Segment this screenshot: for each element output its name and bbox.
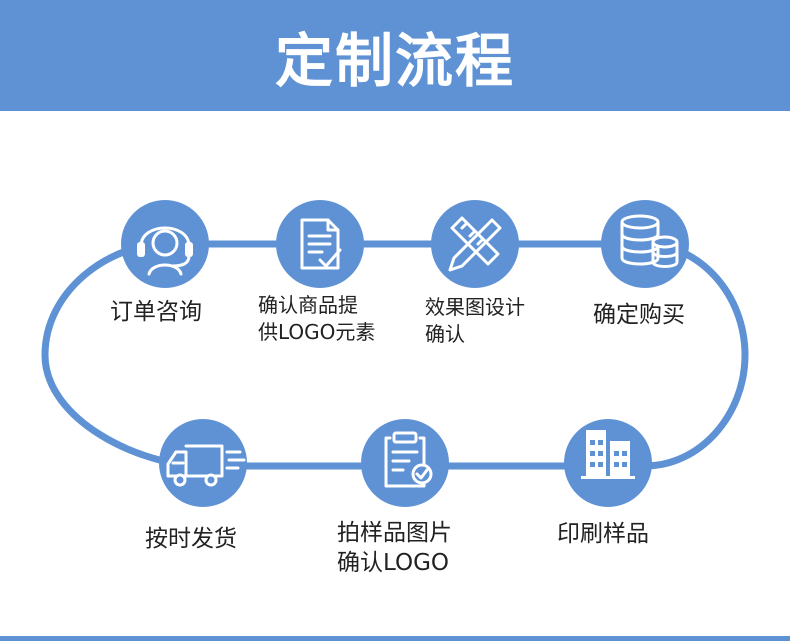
coins-icon	[620, 214, 679, 268]
step-circle-5	[564, 419, 652, 507]
step-label-1: 订单咨询	[110, 299, 202, 325]
step-label-4: 确定购买	[593, 302, 685, 328]
step-circle-4	[601, 200, 689, 288]
step-circle-7	[159, 419, 247, 507]
step-label-3: 效果图设计 确认	[425, 295, 525, 346]
clipboard-check-icon	[384, 431, 433, 488]
step-circle-1	[121, 200, 209, 288]
step-label-5: 印刷样品	[557, 521, 649, 547]
step-label-2: 确认商品提 供LOGO元素	[258, 293, 376, 344]
bottom-divider	[0, 636, 790, 641]
step-circle-2	[276, 200, 364, 288]
header-banner: 定制流程	[0, 0, 790, 111]
buildings-icon	[581, 430, 635, 479]
step-circle-3	[431, 200, 519, 288]
headset-icon	[137, 226, 193, 276]
document-check-icon	[300, 218, 342, 270]
page-title: 定制流程	[274, 26, 515, 95]
pencil-ruler-icon	[448, 216, 502, 272]
step-label-6: 拍样品图片 确认LOGO	[337, 520, 452, 576]
step-circle-6	[361, 419, 449, 507]
delivery-truck-icon	[166, 444, 246, 487]
step-label-7: 按时发货	[145, 526, 237, 552]
